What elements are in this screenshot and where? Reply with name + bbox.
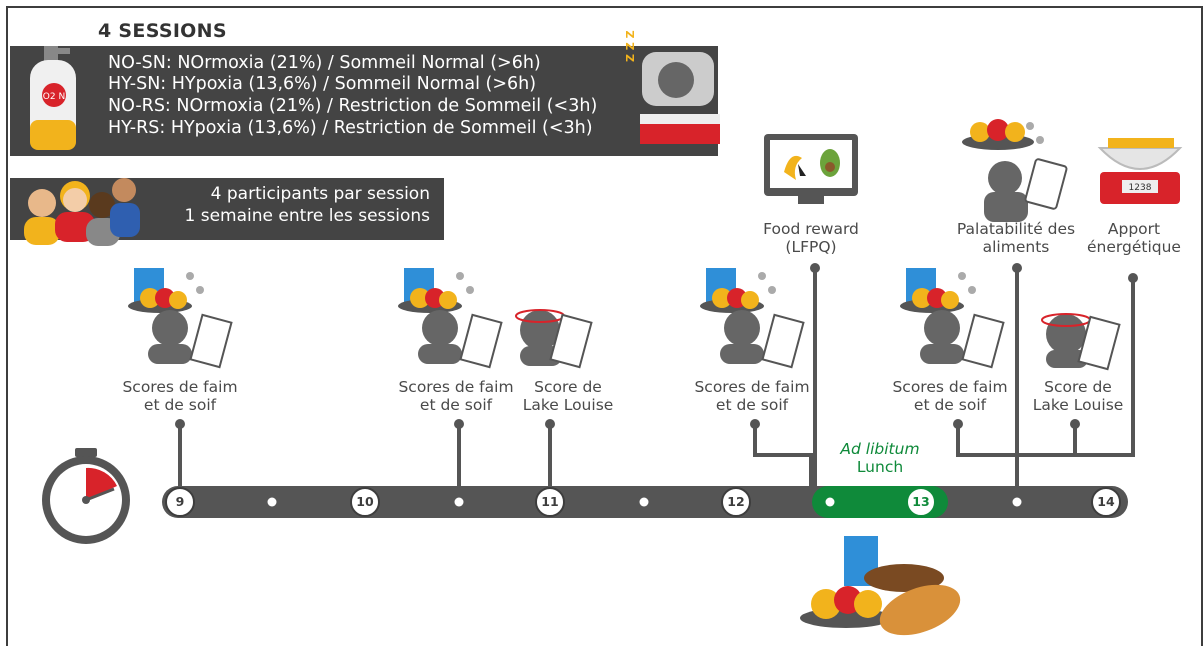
frame-top-border	[6, 6, 1203, 8]
participants-line-2: 1 semaine entre les sessions	[184, 206, 430, 226]
hour-11: 11	[535, 487, 565, 517]
lunch-label-lunch: Lunch	[856, 458, 904, 476]
session-line-no-rs: NO-RS: NOrmoxia (21%) / Restriction de S…	[108, 96, 598, 116]
lake-louise-icon-2	[1041, 313, 1121, 371]
session-line-no-sn: NO-SN: NOrmoxia (21%) / Sommeil Normal (…	[108, 53, 541, 73]
half-hour-dot-1230	[825, 497, 835, 507]
sleep-z-icon: Z Z Z	[624, 30, 637, 62]
hour-12: 12	[721, 487, 751, 517]
lunch-label-ad-libitum: Ad libitum	[840, 440, 920, 458]
hour-13: 13	[906, 487, 936, 517]
hunger-thirst-icon-1	[128, 268, 233, 369]
scale-icon: 1238	[1097, 138, 1183, 204]
sessions-title: 4 SESSIONS	[98, 20, 227, 42]
participants-icon	[24, 178, 140, 246]
frame-right-border	[1201, 6, 1203, 646]
lake-louise-icon-1	[515, 309, 593, 369]
hour-9: 9	[165, 487, 195, 517]
scale-display: 1238	[1129, 183, 1152, 193]
half-hour-dot-1130	[639, 497, 649, 507]
session-line-hy-sn: HY-SN: HYpoxia (13,6%) / Sommeil Normal …	[108, 74, 537, 94]
frame-left-border	[6, 6, 8, 646]
half-hour-dot-1330	[1012, 497, 1022, 507]
lunch-label: Ad libitum Lunch	[840, 440, 919, 476]
hour-14: 14	[1091, 487, 1121, 517]
hour-10: 10	[350, 487, 380, 517]
hunger-thirst-icon-3	[700, 268, 805, 369]
half-hour-dot-930	[267, 497, 277, 507]
lunch-food-icon	[800, 536, 961, 636]
tank-label: O2 N	[43, 92, 65, 102]
session-line-hy-rs: HY-RS: HYpoxia (13,6%) / Restriction de …	[108, 118, 593, 138]
hunger-thirst-icon-4	[900, 268, 1005, 369]
participants-line-1: 4 participants par session	[210, 184, 430, 204]
stopwatch-icon	[42, 448, 130, 544]
connector-ends	[175, 263, 1138, 429]
half-hour-dot-1030	[454, 497, 464, 507]
palatability-icon	[962, 119, 1068, 222]
connector-lines	[178, 268, 1135, 500]
event-label-food-reward: Food reward(LFPQ)	[763, 220, 859, 256]
food-reward-screen-icon	[764, 134, 858, 204]
oxygen-tank-icon: O2 N	[30, 46, 76, 150]
sessions-panel: NO-SN: NOrmoxia (21%) / Sommeil Normal (…	[10, 46, 718, 156]
hunger-thirst-icon-2	[398, 268, 503, 369]
sleep-icon: Z Z Z	[624, 30, 720, 144]
